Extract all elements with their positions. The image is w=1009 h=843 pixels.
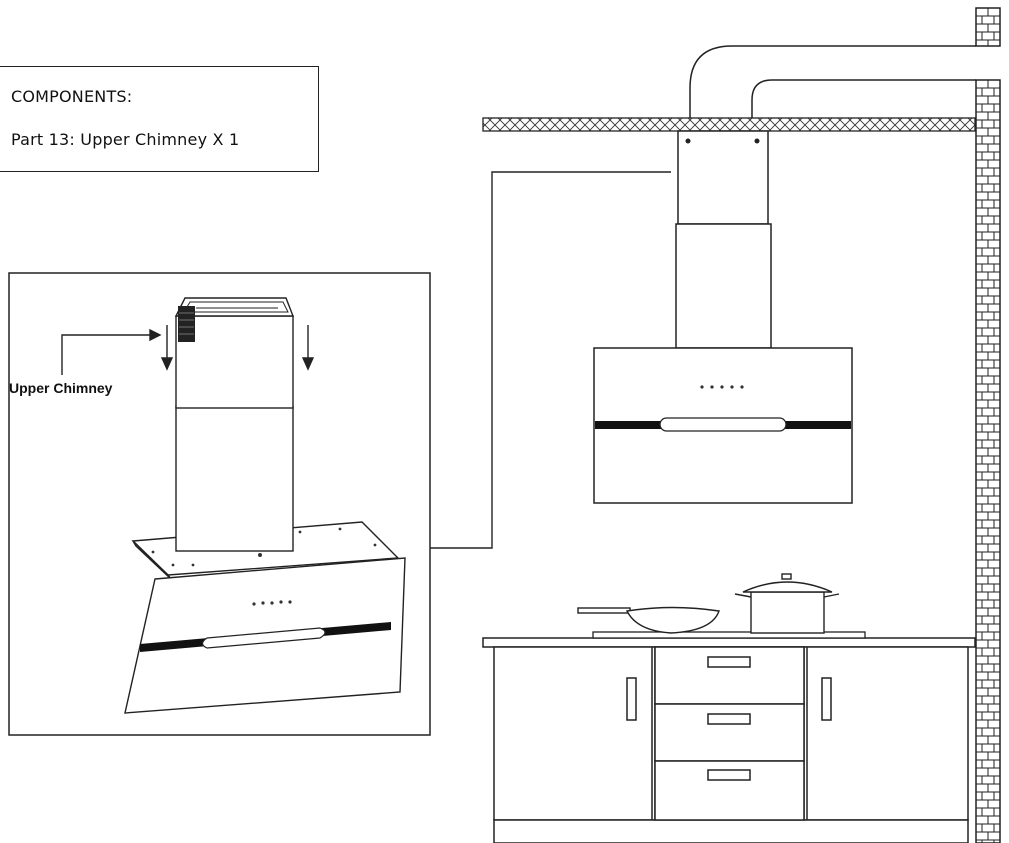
lower-chimney-detail [175, 405, 294, 552]
components-part: Part 13: Upper Chimney X 1 [11, 130, 240, 149]
upper-chimney-detail [175, 315, 294, 409]
components-box: COMPONENTS: Part 13: Upper Chimney X 1 [0, 66, 319, 172]
countertop [482, 637, 976, 648]
kitchen-cabinet [482, 637, 976, 843]
cooking-pot [734, 573, 840, 634]
exhaust-duct [689, 45, 976, 118]
mounted-hood [593, 130, 853, 504]
components-title: COMPONENTS: [11, 87, 133, 106]
connector-line [430, 171, 671, 549]
callout-arrow [61, 328, 162, 375]
brick-wall [975, 7, 1001, 843]
detail-hood [124, 297, 406, 714]
lower-chimney-mounted [675, 223, 772, 349]
upper-chimney-mounted [677, 130, 769, 225]
ceiling-slab [482, 117, 976, 132]
frying-pan [577, 606, 720, 634]
callout-label-upper-chimney: Upper Chimney [9, 380, 113, 396]
down-arrow-icon [160, 325, 315, 371]
hob [592, 631, 866, 639]
